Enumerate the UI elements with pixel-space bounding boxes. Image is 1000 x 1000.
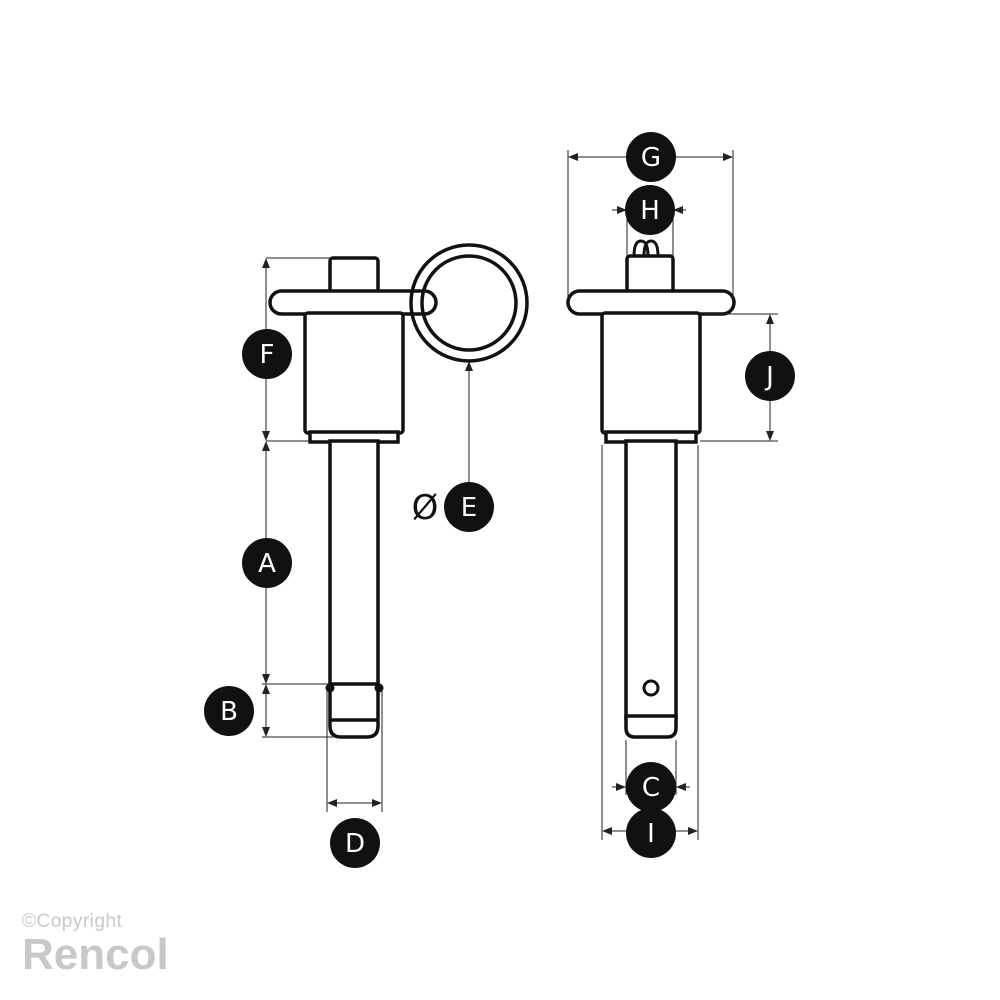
badge-j: J	[745, 351, 795, 401]
front-view-pin	[566, 239, 736, 739]
front-button	[625, 254, 675, 294]
front-handle-body	[600, 311, 702, 435]
locking-ball-right	[374, 683, 384, 693]
badge-e-text: E	[461, 493, 477, 523]
badge-g: G	[626, 132, 676, 182]
front-cross-hole	[642, 679, 660, 697]
badge-j-text: J	[764, 362, 774, 392]
badge-h-text: H	[640, 196, 660, 226]
badge-c-text: C	[642, 773, 660, 803]
badge-d: D	[330, 818, 380, 868]
ring-inner	[420, 254, 518, 352]
badge-b: B	[204, 686, 254, 736]
badge-f-text: F	[260, 340, 275, 370]
front-shank	[624, 439, 678, 721]
badge-a: A	[242, 538, 292, 588]
copyright-watermark: ©Copyright Rencol	[22, 912, 169, 977]
front-spring	[632, 239, 660, 257]
badge-f: F	[242, 329, 292, 379]
badge-c: C	[626, 762, 676, 812]
side-handle-body	[303, 311, 405, 435]
badge-i-text: I	[647, 819, 655, 849]
front-tip	[624, 714, 678, 739]
badge-h: H	[625, 185, 675, 235]
side-tip	[328, 682, 380, 739]
badge-b-text: B	[220, 697, 238, 727]
badge-d-text: D	[345, 829, 365, 859]
watermark-copyright-text: ©Copyright	[22, 911, 123, 932]
front-flange	[566, 289, 736, 316]
badge-e: Ø E	[412, 482, 494, 532]
badge-g-text: G	[641, 143, 661, 173]
side-button	[328, 256, 380, 294]
badge-i: I	[626, 808, 676, 858]
diameter-symbol: Ø	[412, 488, 439, 528]
locking-ball-left	[325, 683, 335, 693]
side-shank	[328, 439, 380, 687]
badge-a-text: A	[258, 549, 276, 579]
side-view-pin	[268, 256, 438, 739]
watermark-brand-text: Rencol	[22, 930, 169, 979]
